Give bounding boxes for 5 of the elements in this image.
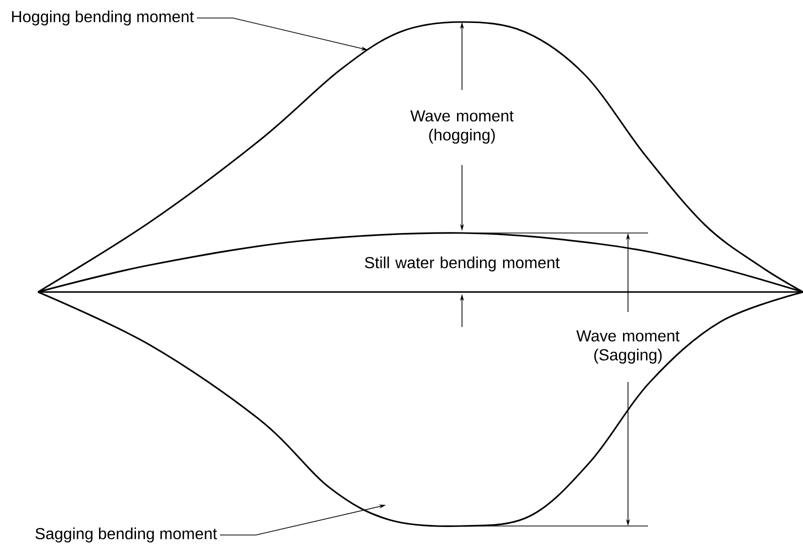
dimension-label: Still water bending moment xyxy=(364,256,560,272)
dimension-label: Wave moment (Sagging) xyxy=(576,330,680,364)
dimension-label: Wave moment (hogging) xyxy=(410,110,514,144)
callout-text: Hogging bending moment xyxy=(12,10,194,26)
callout-text: Sagging bending moment xyxy=(36,528,217,542)
